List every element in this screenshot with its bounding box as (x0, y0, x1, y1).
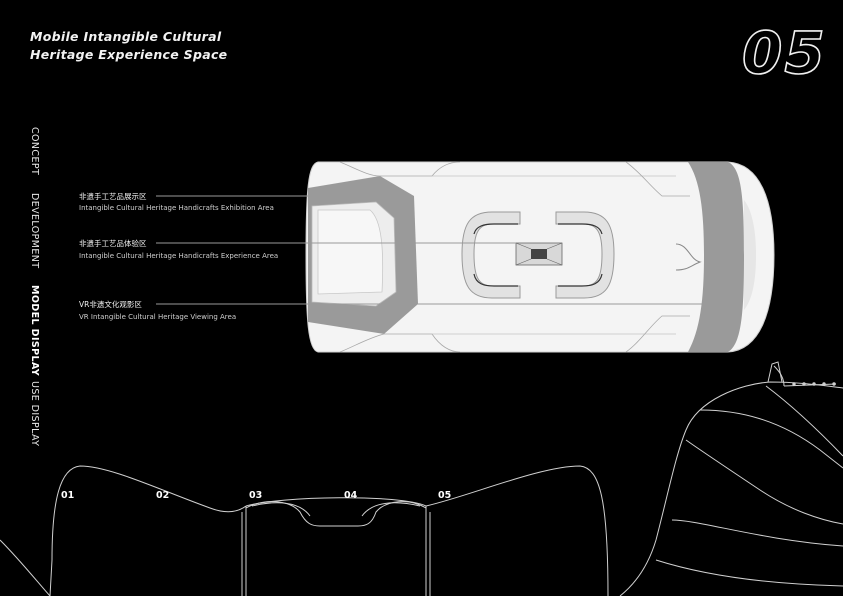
title-line-1: Mobile Intangible Cultural (30, 29, 222, 44)
callout-vr-en: VR Intangible Cultural Heritage Viewing … (79, 313, 237, 321)
page-title: Mobile Intangible Cultural Heritage Expe… (30, 28, 227, 64)
callout-leaders (156, 195, 726, 305)
callout-vr-zh: VR非遗文化观影区 (79, 300, 142, 309)
step-04: 04 (344, 490, 358, 501)
title-line-2: Heritage Experience Space (30, 47, 228, 62)
vehicle-top-view (305, 161, 775, 353)
nav-item-development[interactable]: DEVELOPMENT (29, 193, 40, 269)
step-01: 01 (61, 490, 75, 501)
page-number: 05 (741, 18, 827, 88)
nav-item-concept[interactable]: CONCEPT (29, 127, 40, 176)
floor-plan-outline (0, 465, 609, 596)
nav-item-use-display[interactable]: USE DISPLAY (29, 381, 40, 447)
callout-experience-en: Intangible Cultural Heritage Handicrafts… (79, 252, 279, 260)
callout-exhibition-en: Intangible Cultural Heritage Handicrafts… (79, 204, 274, 212)
nav-item-model-display[interactable]: MODEL DISPLAY (29, 285, 40, 377)
callout-exhibition-zh: 非遗手工艺品展示区 (79, 192, 147, 201)
step-02: 02 (156, 490, 170, 501)
step-05: 05 (438, 490, 452, 501)
step-03: 03 (249, 490, 263, 501)
side-view-outline (619, 361, 843, 596)
callout-experience-zh: 非遗手工艺品体验区 (79, 239, 147, 248)
